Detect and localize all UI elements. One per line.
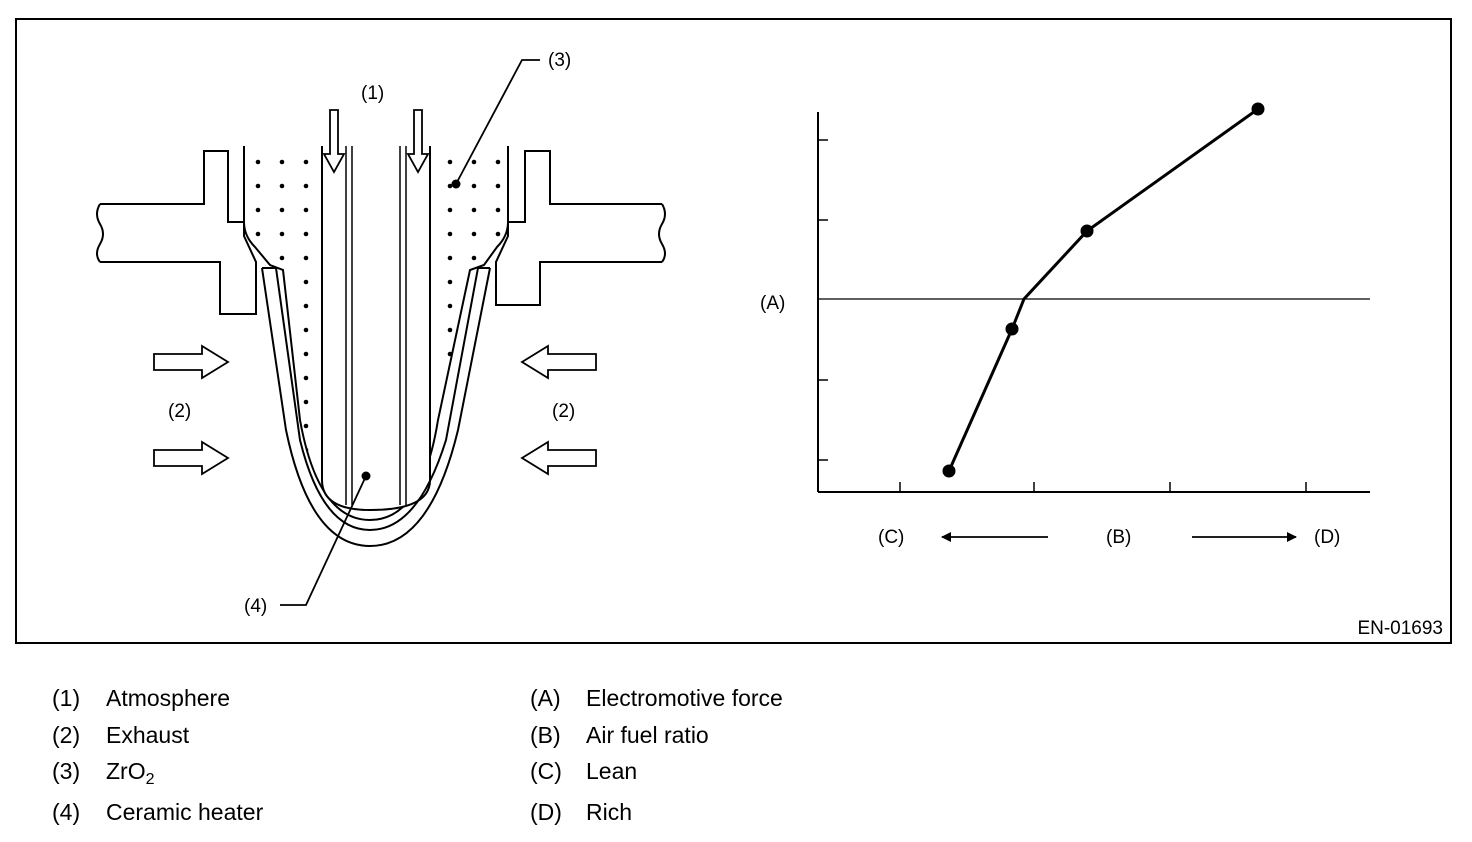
inner-chamber bbox=[321, 146, 431, 512]
graph-label-c: (C) bbox=[878, 527, 904, 548]
graph-label-b: (B) bbox=[1106, 527, 1131, 548]
legend: (1) Atmosphere (2) Exhaust (3) ZrO2 (4) … bbox=[0, 678, 1472, 838]
exhaust-arrow-right-lower bbox=[520, 440, 597, 476]
oxygen-sensor-figure: (1) (3) (2) (2) (4) (A bbox=[15, 18, 1452, 644]
legend-key: (2) bbox=[52, 722, 81, 748]
legend-text: Lean bbox=[586, 758, 638, 784]
callout-zro2: (3) bbox=[548, 50, 571, 71]
leader-zro2 bbox=[455, 59, 540, 185]
leader-zro2-dot bbox=[451, 179, 461, 189]
protection-sleeve-outer bbox=[261, 267, 491, 548]
legend-text-subscript: 2 bbox=[145, 771, 155, 788]
legend-text: Ceramic heater bbox=[106, 799, 264, 825]
figure-frame bbox=[15, 18, 1452, 644]
legend-text-main: ZrO bbox=[106, 758, 146, 784]
emf-graph: (A) (C) (B) (D) bbox=[760, 102, 1370, 548]
legend-text: Atmosphere bbox=[106, 685, 231, 711]
figure-id: EN-01693 bbox=[1357, 618, 1443, 639]
graph-y-ticks bbox=[818, 139, 828, 461]
exhaust-arrow-left-lower bbox=[153, 440, 230, 476]
legend-text: Exhaust bbox=[106, 722, 190, 748]
pipe-wall-right bbox=[495, 150, 662, 306]
callout-exhaust-right: (2) bbox=[552, 401, 575, 422]
callout-atmosphere: (1) bbox=[361, 83, 384, 104]
legend-key: (A) bbox=[530, 685, 561, 711]
ceramic-heater-rod bbox=[345, 146, 407, 505]
sensor-cross-section: (1) (3) (2) (2) (4) bbox=[96, 50, 666, 617]
leader-heater bbox=[280, 475, 367, 606]
exhaust-arrow-left-upper bbox=[153, 344, 230, 380]
legend-key: (4) bbox=[52, 799, 81, 825]
protection-sleeve bbox=[262, 267, 490, 532]
graph-x-ticks bbox=[899, 482, 1307, 492]
callout-heater: (4) bbox=[244, 596, 267, 617]
curve-point-3 bbox=[1080, 224, 1094, 238]
atmosphere-arrow-right bbox=[406, 109, 430, 174]
atmosphere-arrow-left bbox=[322, 109, 346, 174]
legend-key: (B) bbox=[530, 722, 561, 748]
curve-point-1 bbox=[942, 464, 956, 478]
curve-point-2 bbox=[1005, 322, 1019, 336]
legend-text: Electromotive force bbox=[586, 685, 783, 711]
pipe-break-left bbox=[96, 203, 104, 263]
emf-curve bbox=[947, 107, 1259, 472]
legend-text: Air fuel ratio bbox=[586, 722, 709, 748]
exhaust-arrow-right-upper bbox=[520, 344, 597, 380]
legend-text: ZrO2 bbox=[106, 756, 155, 788]
graph-label-a: (A) bbox=[760, 293, 785, 314]
leader-heater-dot bbox=[361, 471, 371, 481]
callout-exhaust-left: (2) bbox=[168, 401, 191, 422]
pipe-break-right bbox=[658, 203, 666, 263]
legend-text: Rich bbox=[586, 799, 633, 825]
pipe-wall-left bbox=[100, 150, 257, 315]
legend-key: (C) bbox=[530, 758, 562, 784]
legend-key: (D) bbox=[530, 799, 562, 825]
legend-key: (1) bbox=[52, 685, 81, 711]
curve-point-4 bbox=[1251, 102, 1265, 116]
legend-key: (3) bbox=[52, 758, 81, 784]
graph-label-d: (D) bbox=[1314, 527, 1340, 548]
